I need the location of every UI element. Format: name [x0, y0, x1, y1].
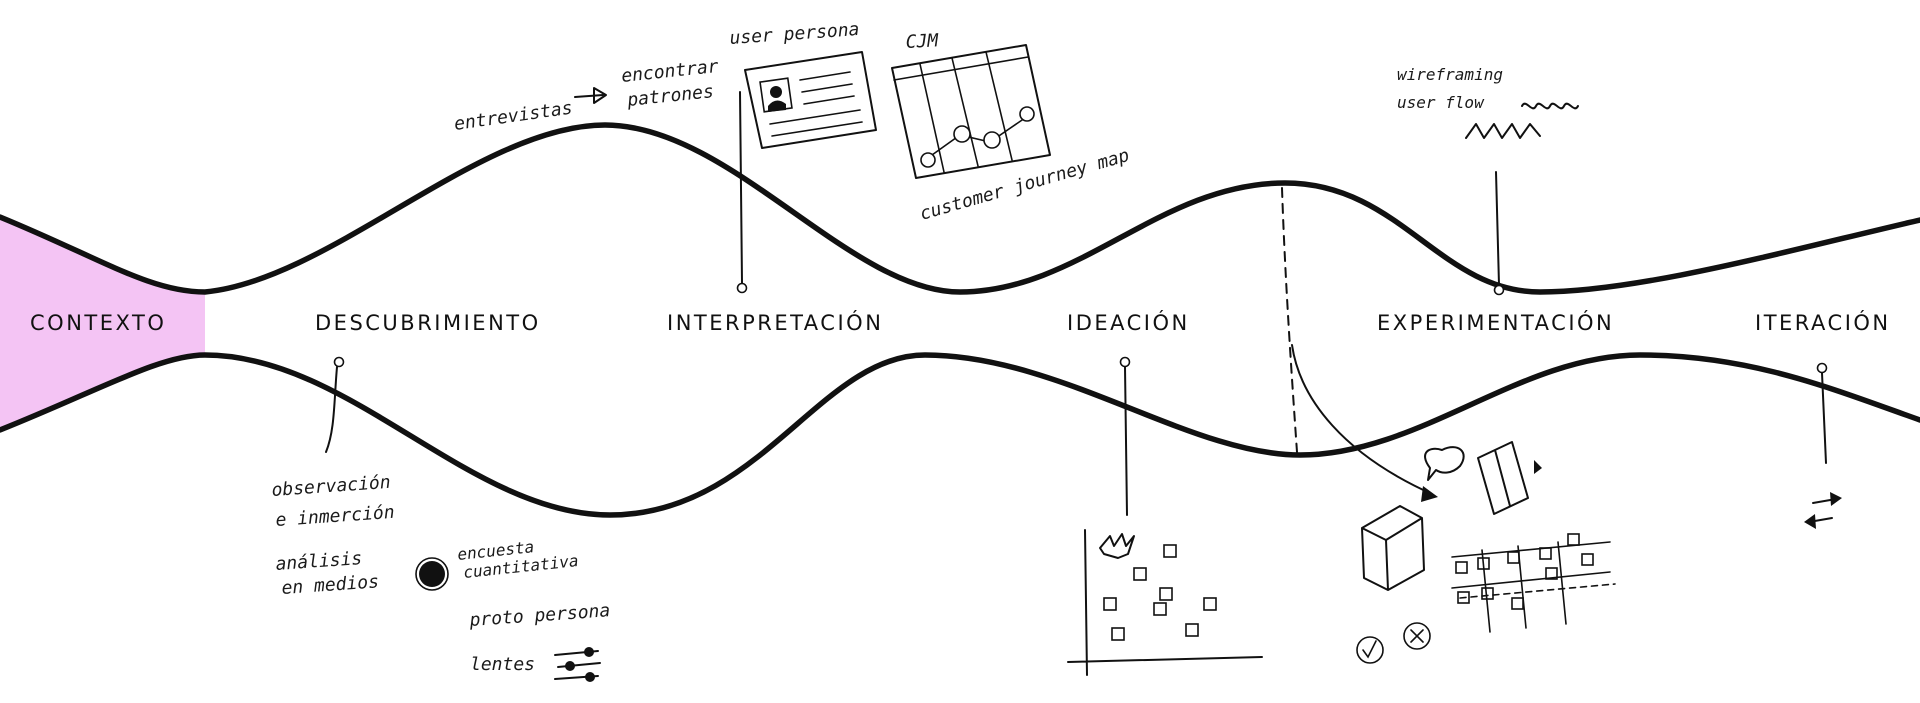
ideation-note: [1067, 356, 1263, 676]
iteration-note: [1804, 362, 1842, 529]
experiment-arrow: [1291, 344, 1433, 495]
journey-map-grid-icon: [891, 44, 1051, 179]
note-proto-persona: proto persona: [468, 600, 611, 631]
note-patrones: patrones: [625, 81, 714, 111]
interview-note: entrevistas encontrar patrones: [453, 56, 720, 135]
note-cjm: CJM: [905, 30, 940, 53]
note-inmercion: e inmerción: [275, 502, 395, 531]
wireframing-note: wireframing user flow: [1397, 65, 1579, 296]
user-persona-pin: [736, 282, 748, 294]
note-analisis: análisis: [275, 548, 363, 575]
wireframing-pin-line: [1495, 171, 1500, 286]
check-circle-icon: [1356, 636, 1384, 664]
note-user-flow: user flow: [1397, 93, 1485, 112]
iteration-pin: [1816, 362, 1828, 374]
sliders-icon: [554, 647, 601, 682]
stage-label-ideacion: IDEACIÓN: [1067, 310, 1190, 335]
kanban-board-icon: [1451, 533, 1616, 633]
iteration-pin-line: [1821, 372, 1827, 464]
prototype-box-icon: [1361, 505, 1425, 591]
door-icon: [1477, 441, 1542, 515]
context-region: [0, 217, 205, 430]
sticky-notes-chart-icon: [1067, 529, 1263, 676]
stage-label-experimentacion: EXPERIMENTACIÓN: [1377, 310, 1614, 335]
note-lentes: lentes: [470, 654, 535, 675]
ideation-pin-line: [1124, 366, 1128, 516]
speech-bubble-icon: [1424, 446, 1465, 481]
cjm-note: CJM customer journey map: [891, 30, 1132, 225]
x-circle-icon: [1403, 622, 1431, 650]
top-wave-curve: [0, 122, 1920, 295]
note-wireframing: wireframing: [1397, 65, 1503, 84]
observation-pin: [333, 356, 345, 368]
arrow-right-icon: [574, 87, 607, 104]
user-persona-pin-line: [739, 91, 743, 284]
stage-label-interpretacion: INTERPRETACIÓN: [667, 310, 883, 335]
persona-card-icon: [744, 51, 877, 149]
observation-pin-line: [325, 366, 338, 453]
phase-divider-dashed: [1281, 187, 1298, 453]
stage-label-descubrimiento: DESCUBRIMIENTO: [315, 311, 541, 335]
stage-label-iteracion: ITERACIÓN: [1755, 310, 1891, 335]
note-en-medios: en medios: [281, 571, 380, 599]
note-observacion: observación: [271, 472, 391, 501]
observation-note: observación e inmerción análisis en medi…: [271, 356, 611, 682]
note-customer-journey-map: customer journey map: [918, 145, 1132, 225]
experiment-note: [1291, 344, 1616, 664]
bottom-wave-curve: [0, 352, 1920, 518]
stage-label-contexto: CONTEXTO: [30, 311, 166, 335]
scribble-icon: [1465, 102, 1579, 139]
wireframing-pin: [1493, 284, 1505, 296]
ideation-pin: [1119, 356, 1131, 368]
scribble-icon: [415, 557, 449, 591]
swap-arrows-icon: [1804, 492, 1842, 529]
note-user-persona: user persona: [729, 19, 860, 49]
